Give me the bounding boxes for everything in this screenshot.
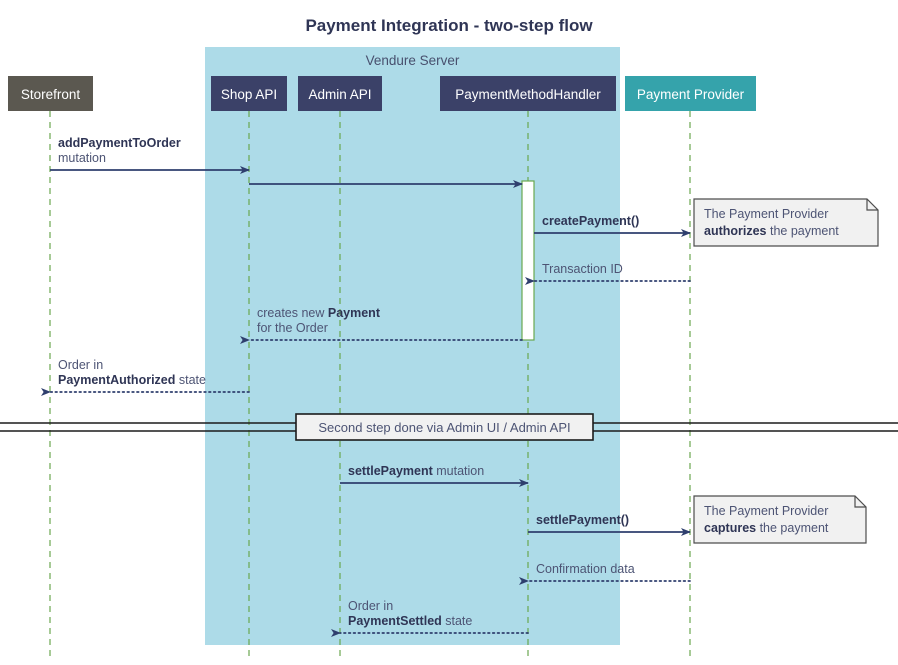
message-label-order-payment-settled: Order in <box>348 599 393 613</box>
message-label-creates-new-payment: for the Order <box>257 321 328 335</box>
message-label-settle-payment-call: settlePayment() <box>536 513 629 527</box>
vendure-server-group-region <box>205 47 620 645</box>
participant-box-shop-api <box>211 76 287 111</box>
participant-label-admin-api: Admin API <box>308 87 371 102</box>
note-body-note-authorizes <box>693 198 879 247</box>
participant-label-storefront: Storefront <box>21 87 81 102</box>
participant-storefront: Storefront <box>8 76 93 111</box>
note-label-note-authorizes: authorizes the payment <box>704 224 839 238</box>
note-note-captures: The Payment Provider captures the payment <box>693 495 867 544</box>
note-fold-corner-note-captures <box>854 496 866 508</box>
group-region-layer: Vendure Server <box>205 47 620 645</box>
message-create-payment: createPayment() <box>534 214 691 237</box>
participants-layer: Storefront Shop API Admin API PaymentMethod… <box>8 76 756 111</box>
message-label-create-payment: createPayment() <box>542 214 639 228</box>
participant-label-payment-provider: Payment Provider <box>637 87 745 102</box>
divider-box <box>295 413 594 441</box>
note-label-note-captures: captures the payment <box>704 521 829 535</box>
message-label-settle-payment-mutation: settlePayment mutation <box>348 464 484 478</box>
title-layer: Payment Integration - two-step flow <box>305 16 593 35</box>
note-note-authorizes: The Payment Provider authorizes the payme… <box>693 198 879 247</box>
activations-layer <box>521 180 535 341</box>
participant-box-admin-api <box>298 76 382 111</box>
participant-label-shop-api: Shop API <box>221 87 277 102</box>
activation-bar-payment-method-handler <box>521 180 535 341</box>
divider-second-step-divider: Second step done via Admin UI / Admin AP… <box>0 413 898 441</box>
participant-admin-api: Admin API <box>298 76 382 111</box>
message-label-order-payment-authorized: PaymentAuthorized state <box>58 373 206 387</box>
message-label-confirmation-data: Confirmation data <box>536 562 635 576</box>
message-settle-payment-mutation: settlePayment mutation <box>340 464 529 487</box>
message-label-creates-new-payment: creates new Payment <box>257 306 381 320</box>
participant-box-payment-method-handler <box>440 76 616 111</box>
divider-label: Second step done via Admin UI / Admin AP… <box>318 420 570 435</box>
message-label-order-payment-authorized: Order in <box>58 358 103 372</box>
note-label-note-authorizes: The Payment Provider <box>704 207 828 221</box>
message-label-add-payment-to-order: mutation <box>58 151 106 165</box>
vendure-server-group-label: Vendure Server <box>366 53 460 68</box>
participant-shop-api: Shop API <box>211 76 287 111</box>
message-label-add-payment-to-order: addPaymentToOrder <box>58 136 181 150</box>
participant-payment-provider: Payment Provider <box>625 76 756 111</box>
message-confirmation-data: Confirmation data <box>519 562 691 585</box>
divider-layer: Second step done via Admin UI / Admin AP… <box>0 413 898 441</box>
message-label-order-payment-settled: PaymentSettled state <box>348 614 472 628</box>
note-body-note-captures <box>693 495 867 544</box>
participant-box-payment-provider <box>625 76 756 111</box>
message-transaction-id: Transaction ID <box>525 262 691 285</box>
notes-layer: The Payment Provider authorizes the payme… <box>693 198 879 544</box>
participant-label-payment-method-handler: PaymentMethodHandler <box>455 87 601 102</box>
diagram-title: Payment Integration - two-step flow <box>305 16 593 35</box>
message-settle-payment-call: settlePayment() <box>528 513 691 536</box>
note-fold-corner-note-authorizes <box>866 199 878 211</box>
participant-payment-method-handler: PaymentMethodHandler <box>440 76 616 111</box>
note-label-note-captures: The Payment Provider <box>704 504 828 518</box>
message-label-transaction-id: Transaction ID <box>542 262 623 276</box>
participant-box-storefront <box>8 76 93 111</box>
